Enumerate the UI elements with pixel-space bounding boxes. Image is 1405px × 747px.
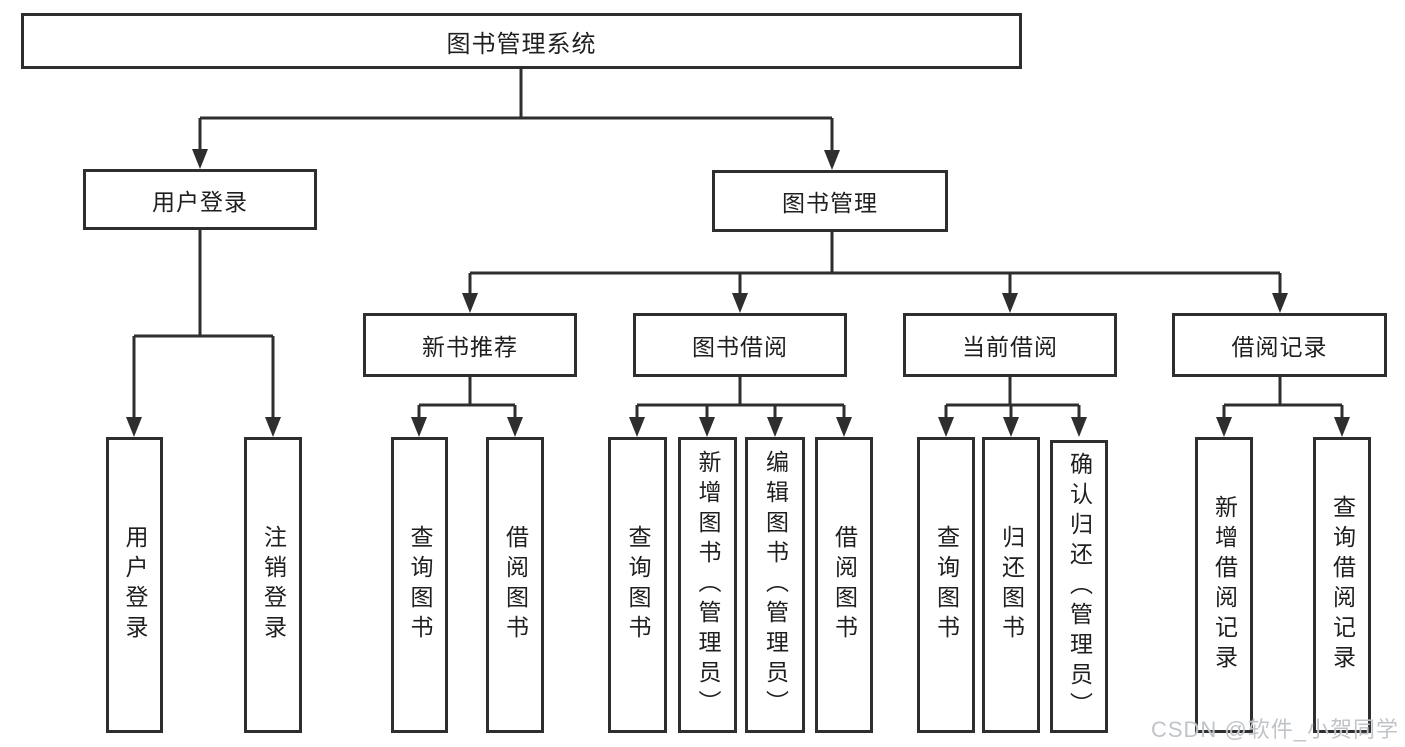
csdn-watermark: CSDN @软件_小贺同学 [1150, 717, 1399, 742]
node-label: 当前借阅 [962, 334, 1058, 360]
leaf-borrow-books-recommend: 借阅图书 [486, 437, 544, 733]
node-new-book-recommendation: 新书推荐 [363, 313, 577, 377]
node-borrowing-records: 借阅记录 [1172, 313, 1387, 377]
node-label: 查询图书 [625, 525, 651, 645]
node-label: 用户登录 [122, 525, 148, 645]
node-book-management: 图书管理 [712, 170, 948, 232]
node-label: 新增图书（管理员） [695, 450, 721, 720]
node-label: 查询图书 [933, 525, 960, 645]
node-label: 查询图书 [407, 525, 433, 645]
node-label: 图书管理系统 [446, 30, 597, 58]
leaf-borrow-books: 借阅图书 [815, 437, 873, 733]
node-label: 图书借阅 [692, 334, 788, 360]
leaf-query-books-current: 查询图书 [917, 437, 975, 733]
leaf-user-login: 用户登录 [106, 437, 163, 733]
node-label: 图书管理 [782, 190, 878, 216]
node-label: 确认归还（管理员） [1066, 451, 1093, 722]
leaf-add-borrow-record: 新增借阅记录 [1195, 437, 1253, 733]
node-book-borrowing: 图书借阅 [633, 313, 847, 377]
node-label: 借阅图书 [502, 525, 529, 645]
leaf-edit-book-admin: 编辑图书（管理员） [745, 437, 805, 733]
node-label: 借阅图书 [831, 525, 858, 645]
leaf-add-book-admin: 新增图书（管理员） [678, 437, 737, 733]
leaf-confirm-return-admin: 确认归还（管理员） [1050, 440, 1108, 733]
node-label: 归还图书 [998, 525, 1025, 645]
node-library-management-system: 图书管理系统 [21, 13, 1022, 69]
node-label: 编辑图书（管理员） [762, 450, 789, 720]
leaf-query-borrow-record: 查询借阅记录 [1313, 437, 1371, 733]
node-user-login: 用户登录 [83, 169, 317, 230]
leaf-query-books-borrowing: 查询图书 [608, 437, 667, 733]
node-label: 用户登录 [152, 188, 248, 215]
node-label: 查询借阅记录 [1329, 495, 1356, 675]
leaf-return-books: 归还图书 [982, 437, 1040, 733]
node-label: 注销登录 [260, 525, 287, 645]
leaf-query-books-recommend: 查询图书 [391, 437, 448, 733]
node-label: 新书推荐 [422, 334, 518, 360]
node-label: 借阅记录 [1231, 334, 1328, 360]
leaf-logout: 注销登录 [244, 437, 302, 733]
node-label: 新增借阅记录 [1211, 495, 1238, 675]
node-current-borrowing: 当前借阅 [903, 313, 1117, 377]
